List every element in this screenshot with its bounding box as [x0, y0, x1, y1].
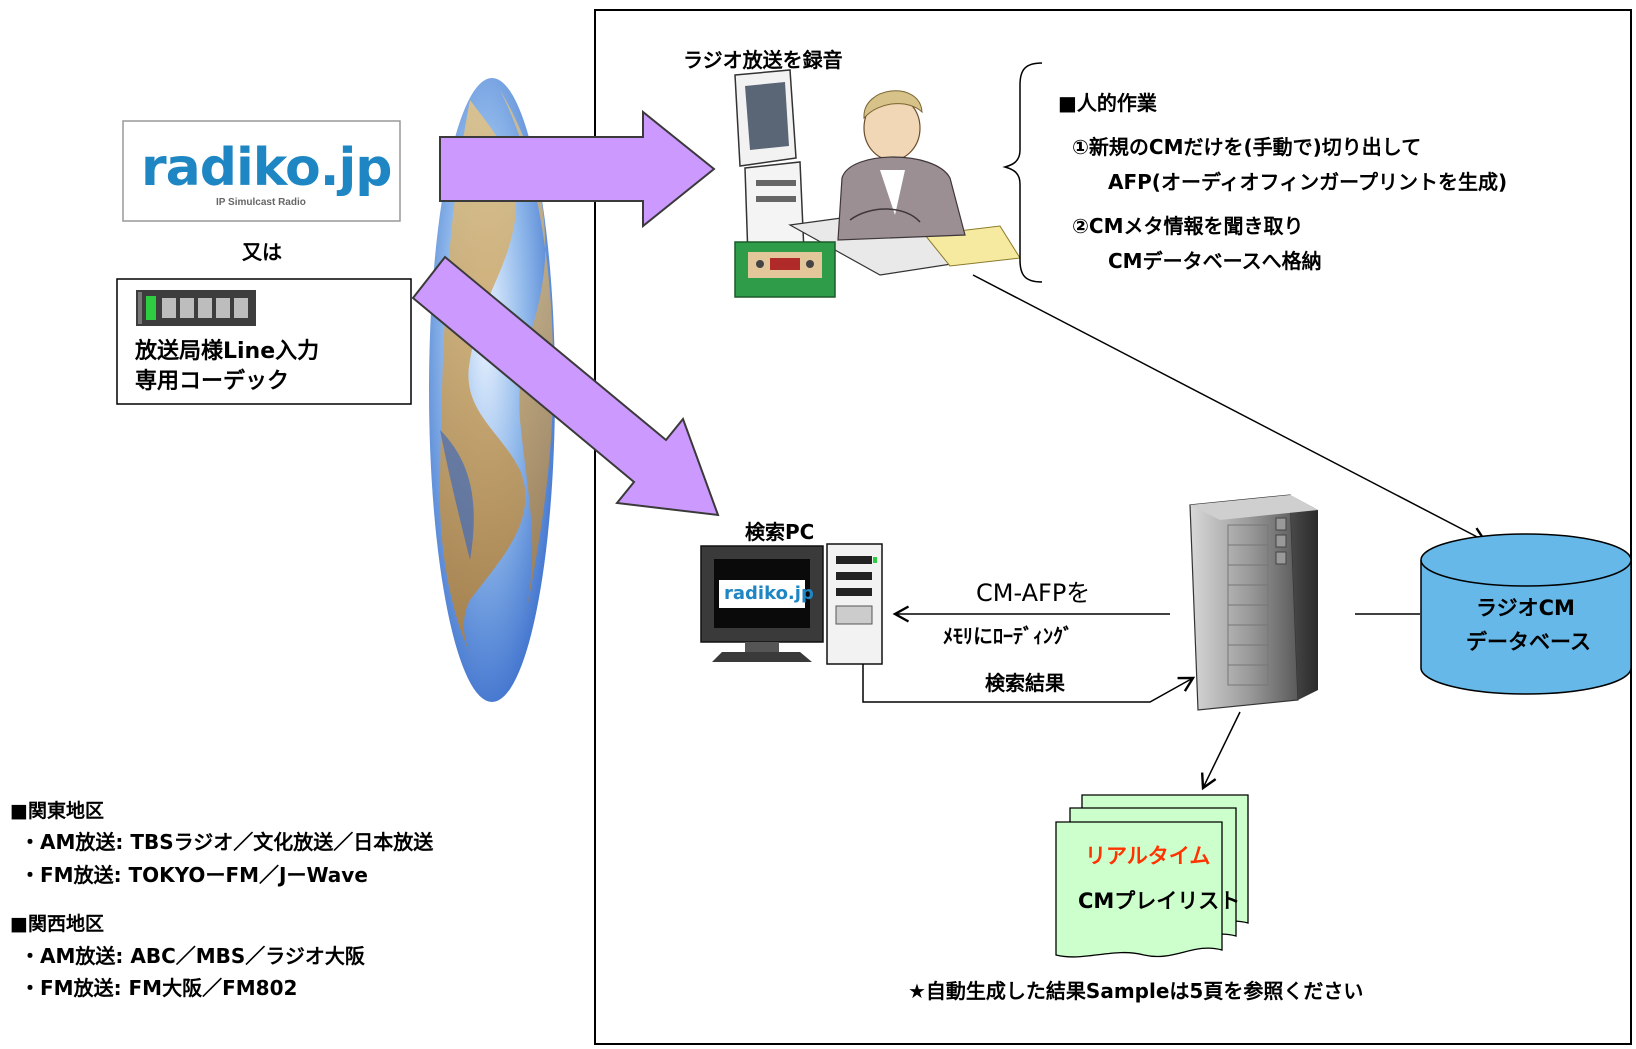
kanto-am: ・AM放送: TBSラジオ／文化放送／日本放送: [20, 830, 434, 854]
manual-step1-line2: AFP(オーディオフィンガープリントを生成): [1108, 170, 1508, 194]
codec-device-icon: [136, 290, 256, 326]
manual-work-bracket: [1002, 62, 1043, 283]
search-result-label: 検索結果: [985, 671, 1065, 695]
afp-load-label-line1: CM-AFPを: [976, 579, 1091, 607]
search-pc-title: 検索PC: [745, 520, 815, 544]
search-result-arrow: [862, 664, 1196, 703]
register-db-line: [972, 274, 1488, 543]
server-icon: [1189, 494, 1318, 711]
arrow-to-recording: [439, 109, 716, 229]
radiko-logo-subtext: IP Simulcast Radio: [216, 197, 306, 208]
codec-label-line1: 放送局様Line入力: [135, 339, 320, 364]
radiko-logo-box: [122, 120, 401, 222]
playlist-document-icon: [1055, 794, 1249, 958]
operator-workstation-icon: [734, 69, 1021, 298]
manual-step2-line2: CMデータベースへ格納: [1108, 249, 1322, 273]
manual-step1-line1: ①新規のCMだけを(手動で)切り出して: [1072, 135, 1422, 159]
afp-load-label-line2: ﾒﾓﾘにﾛｰﾃﾞｨﾝｸﾞ: [943, 624, 1073, 648]
system-panel: [594, 9, 1632, 1045]
or-label: 又は: [242, 240, 282, 264]
kansai-fm: ・FM放送: FM大阪／FM802: [20, 976, 298, 1000]
manual-step2-line1: ②CMメタ情報を聞き取り: [1072, 214, 1304, 238]
manual-work-title: ■人的作業: [1058, 91, 1157, 115]
footer-note: ★自動生成した結果Sampleは5頁を参照ください: [908, 979, 1364, 1003]
codec-box: [116, 278, 412, 405]
search-pc-icon: [700, 543, 883, 665]
playlist-label-cm: CMプレイリスト: [1078, 889, 1241, 913]
playlist-label-realtime: リアルタイム: [1085, 844, 1211, 868]
kanto-title: ■関東地区: [10, 800, 104, 822]
radiko-logo-text: radiko.jp: [141, 138, 392, 198]
kansai-title: ■関西地区: [10, 913, 104, 935]
arrow-to-search-pc: [411, 255, 720, 517]
radio-cm-database-icon: [1420, 533, 1632, 695]
recording-title: ラジオ放送を録音: [683, 48, 843, 72]
kanto-fm: ・FM放送: TOKYOーFM／JーWave: [20, 863, 368, 887]
codec-label-line2: 専用コーデック: [135, 369, 290, 394]
kansai-am: ・AM放送: ABC／MBS／ラジオ大阪: [20, 944, 365, 968]
database-label-line2: データベース: [1466, 630, 1591, 654]
search-pc-screen-logo: radiko.jp: [724, 583, 814, 604]
server-to-playlist-arrow: [1200, 711, 1241, 791]
database-label-line1: ラジオCM: [1476, 596, 1575, 620]
